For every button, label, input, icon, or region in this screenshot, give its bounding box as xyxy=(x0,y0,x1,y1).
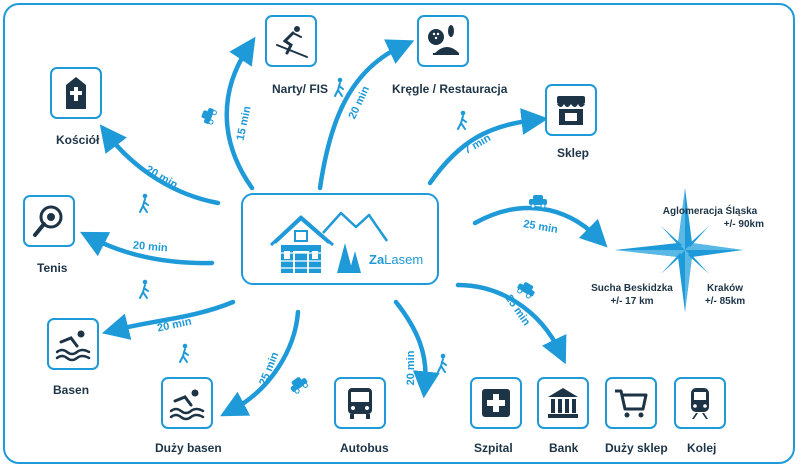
tile-kregle xyxy=(417,15,469,67)
compass-north-distance: +/- 90km xyxy=(723,219,764,230)
tile-szpital xyxy=(470,377,522,429)
label-szpital: Szpital xyxy=(474,441,513,455)
label-sklep: Sklep xyxy=(557,146,590,160)
compass-west-distance: +/- 17 km xyxy=(610,296,654,307)
arrow-tenis xyxy=(79,231,215,266)
tile-duzy-basen xyxy=(161,377,213,429)
tile-bank xyxy=(537,377,589,429)
arrow-kosciol xyxy=(99,124,221,206)
compass-east-name: Kraków xyxy=(706,283,744,294)
label-autobus: Autobus xyxy=(340,441,389,455)
compass-east-distance: +/- 85km xyxy=(704,296,746,307)
shop-icon xyxy=(557,96,585,125)
church-icon xyxy=(66,77,86,109)
label-duzy-basen: Duży basen xyxy=(155,441,222,455)
compass-east-label: Kraków +/- 85km xyxy=(695,282,755,308)
brand-name: ZaLasem xyxy=(369,252,424,267)
time-narty: 15 min xyxy=(235,105,254,142)
bank-icon xyxy=(548,388,578,418)
tile-kolej xyxy=(674,377,726,429)
compass-west-label: Sucha Beskidzka +/- 17 km xyxy=(582,282,682,308)
bus-icon xyxy=(348,388,372,419)
label-kosciol: Kościół xyxy=(56,133,100,147)
arrow-duzy-basen xyxy=(220,309,301,417)
tile-basen xyxy=(47,318,99,370)
label-kolej: Kolej xyxy=(687,441,717,455)
diagram-frame xyxy=(3,3,795,464)
arrow-kregle xyxy=(317,39,415,191)
walk-icon xyxy=(139,279,149,299)
tile-autobus xyxy=(334,377,386,429)
time-tenis: 20 min xyxy=(132,240,168,255)
arrow-sklep xyxy=(427,108,549,186)
zalasem-logo-box: ZaLasem xyxy=(241,193,439,285)
label-kregle: Kręgle / Restauracja xyxy=(392,82,508,96)
arrow-compass xyxy=(472,205,608,248)
walk-icon xyxy=(437,353,447,373)
walk-icon xyxy=(457,110,467,130)
car-icon xyxy=(529,195,547,209)
cart-icon xyxy=(615,389,648,418)
label-tenis: Tenis xyxy=(37,261,68,275)
hospital-icon xyxy=(482,389,510,417)
tennis-icon xyxy=(33,205,63,237)
compass-north-name: Aglomeracja Śląska xyxy=(662,206,758,217)
car-icon xyxy=(517,282,535,299)
arrow-basen xyxy=(101,299,236,340)
car-icon xyxy=(201,108,217,125)
swimming-icon xyxy=(169,389,205,421)
label-duzy-sklep: Duży sklep xyxy=(605,441,668,455)
walk-icon xyxy=(334,77,344,97)
compass-north-label: Aglomeracja Śląska +/- 90km xyxy=(650,205,770,231)
compass-west-name: Sucha Beskidzka xyxy=(591,283,673,294)
tile-tenis xyxy=(23,195,75,247)
walk-icon xyxy=(139,193,149,213)
tile-duzy-sklep xyxy=(605,377,657,429)
bowling-restaurant-icon xyxy=(428,25,459,55)
tile-kosciol xyxy=(50,67,102,119)
label-bank: Bank xyxy=(549,441,579,455)
time-compass: 25 min xyxy=(522,218,559,236)
time-kosciol: 20 min xyxy=(143,163,179,191)
skier-icon xyxy=(276,26,308,58)
time-autobus: 20 min xyxy=(405,350,417,385)
car-icon xyxy=(290,377,308,394)
compass-rose-icon xyxy=(615,188,743,312)
arrow-narty xyxy=(224,36,256,191)
tile-sklep xyxy=(545,84,597,136)
swimming-icon xyxy=(55,330,91,362)
label-basen: Basen xyxy=(53,383,90,397)
tile-narty xyxy=(265,15,317,67)
cabin-mountains-icon xyxy=(269,211,389,273)
walk-icon xyxy=(179,343,189,363)
train-icon xyxy=(691,388,709,419)
label-narty: Narty/ FIS xyxy=(272,82,329,96)
arrow-town xyxy=(455,282,567,365)
arrow-autobus xyxy=(393,299,440,399)
